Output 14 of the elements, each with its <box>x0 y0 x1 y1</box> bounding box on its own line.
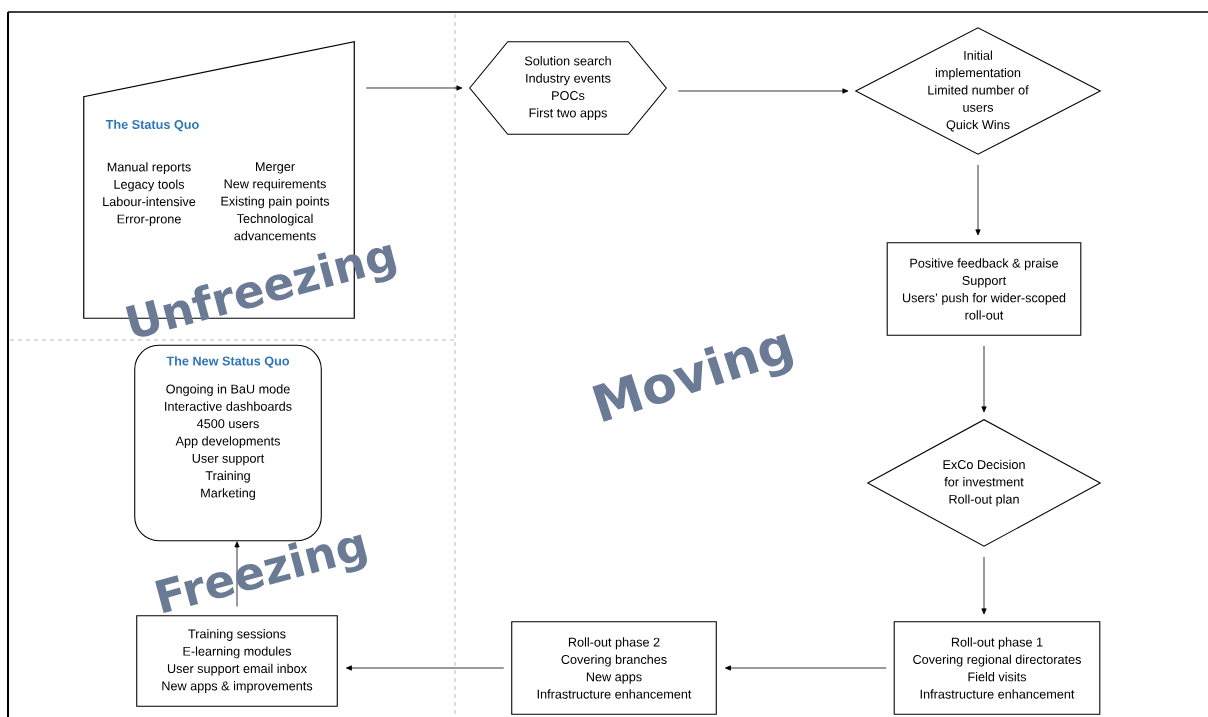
process-hexagon: Solution search Industry events POCs First two apps <box>469 41 667 135</box>
arrow <box>234 541 240 607</box>
arrow <box>345 665 505 671</box>
status-quo-box: The New Status Quo Ongoing in BaU mode Interactive dashboards 4500 users App developments User support Training Marketing <box>134 344 322 542</box>
process-box: Positive feedback & praise Support Users’ push for wider-scoped roll-out <box>886 242 1082 336</box>
arrow <box>981 556 987 615</box>
process-box: Roll-out phase 1 Covering regional directorates Field visits Infrastructure enhancement <box>893 621 1101 715</box>
process-box: Roll-out phase 2 Covering branches New apps Infrastructure enhancement <box>511 621 717 715</box>
arrow <box>677 88 849 94</box>
arrow <box>365 85 463 91</box>
arrow <box>981 345 987 413</box>
process-box: Training sessions E-learning modules User support email inbox New apps & improvements <box>136 615 338 707</box>
arrow <box>724 665 887 671</box>
arrow <box>975 164 981 236</box>
